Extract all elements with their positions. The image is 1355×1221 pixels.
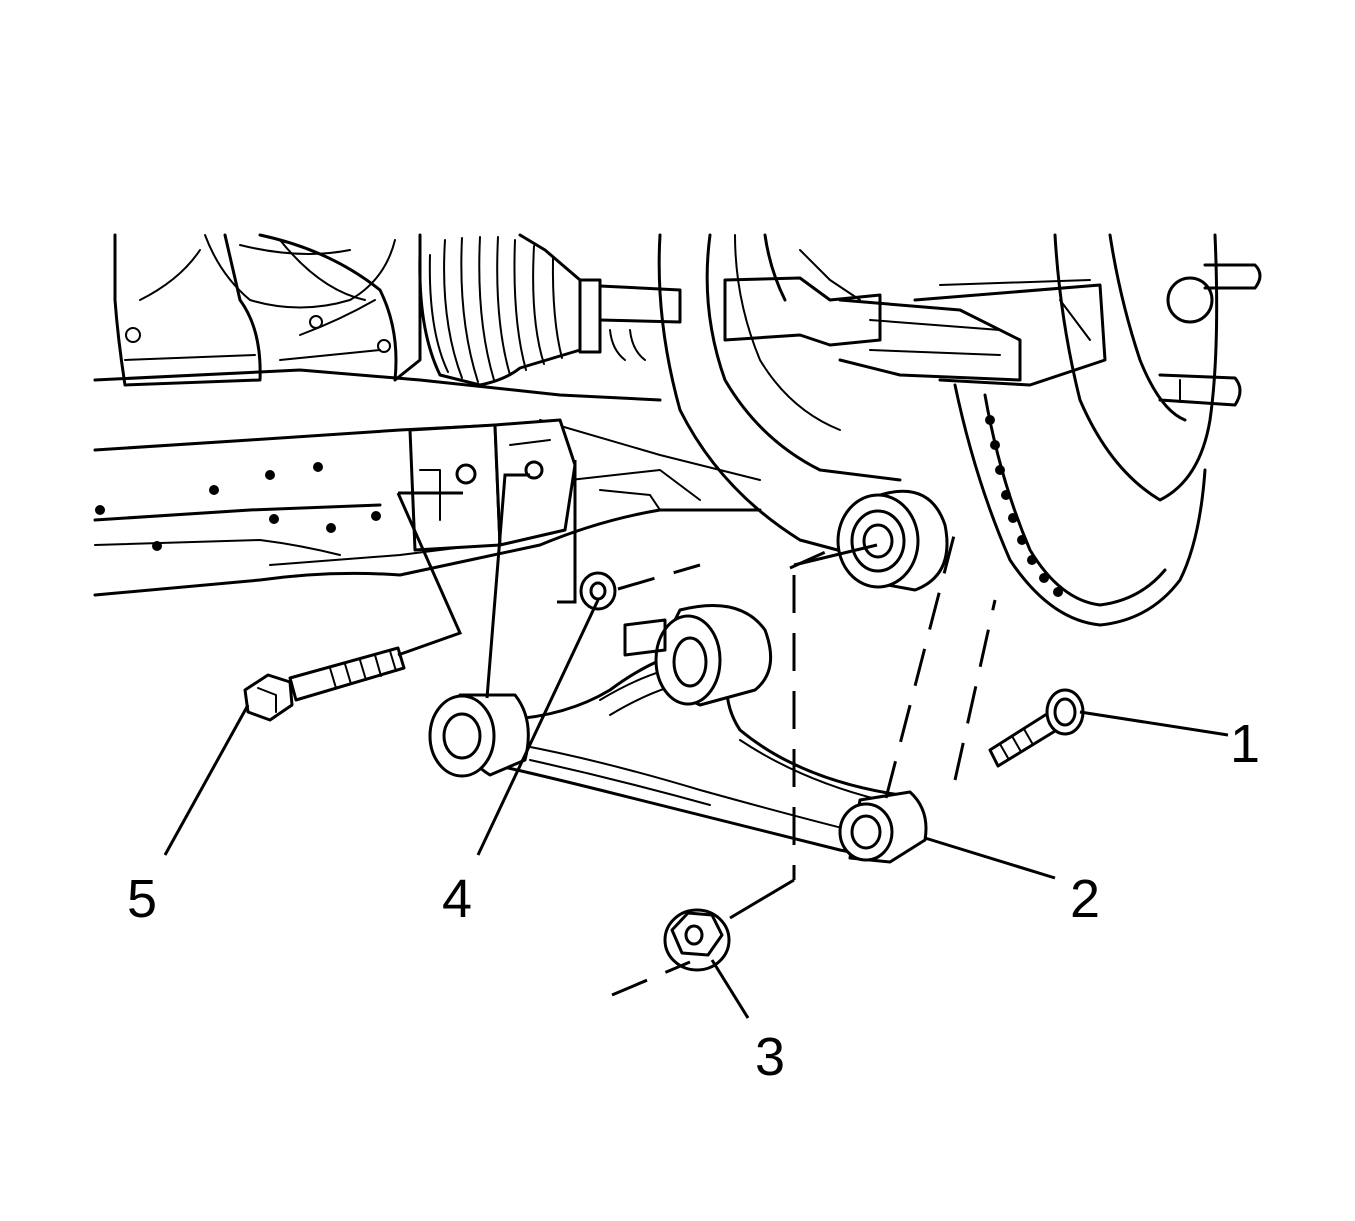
callout-2: 2 bbox=[1070, 869, 1100, 929]
callout-3: 3 bbox=[755, 1027, 785, 1087]
bolt-1 bbox=[988, 688, 1085, 768]
transmission-housing bbox=[113, 233, 422, 387]
mounting-bracket bbox=[408, 418, 577, 552]
callout-labels: 1 2 3 4 5 bbox=[127, 714, 1260, 1087]
subframe bbox=[93, 368, 762, 597]
leader-lines bbox=[163, 460, 1229, 1019]
callout-4: 4 bbox=[442, 869, 472, 929]
callout-1: 1 bbox=[1230, 714, 1260, 774]
lower-control-arm bbox=[428, 604, 928, 864]
nut-3 bbox=[663, 908, 731, 972]
cv-axle-boot bbox=[418, 233, 682, 387]
callout-5: 5 bbox=[127, 869, 157, 929]
rotor-vent-slots bbox=[985, 415, 1063, 597]
knuckle-bushing bbox=[836, 489, 949, 592]
assembly-axes bbox=[611, 519, 997, 997]
washer-4 bbox=[579, 571, 617, 611]
bolt-5 bbox=[243, 646, 406, 722]
steering-knuckle bbox=[657, 233, 1107, 554]
brake-rotor bbox=[953, 233, 1262, 627]
